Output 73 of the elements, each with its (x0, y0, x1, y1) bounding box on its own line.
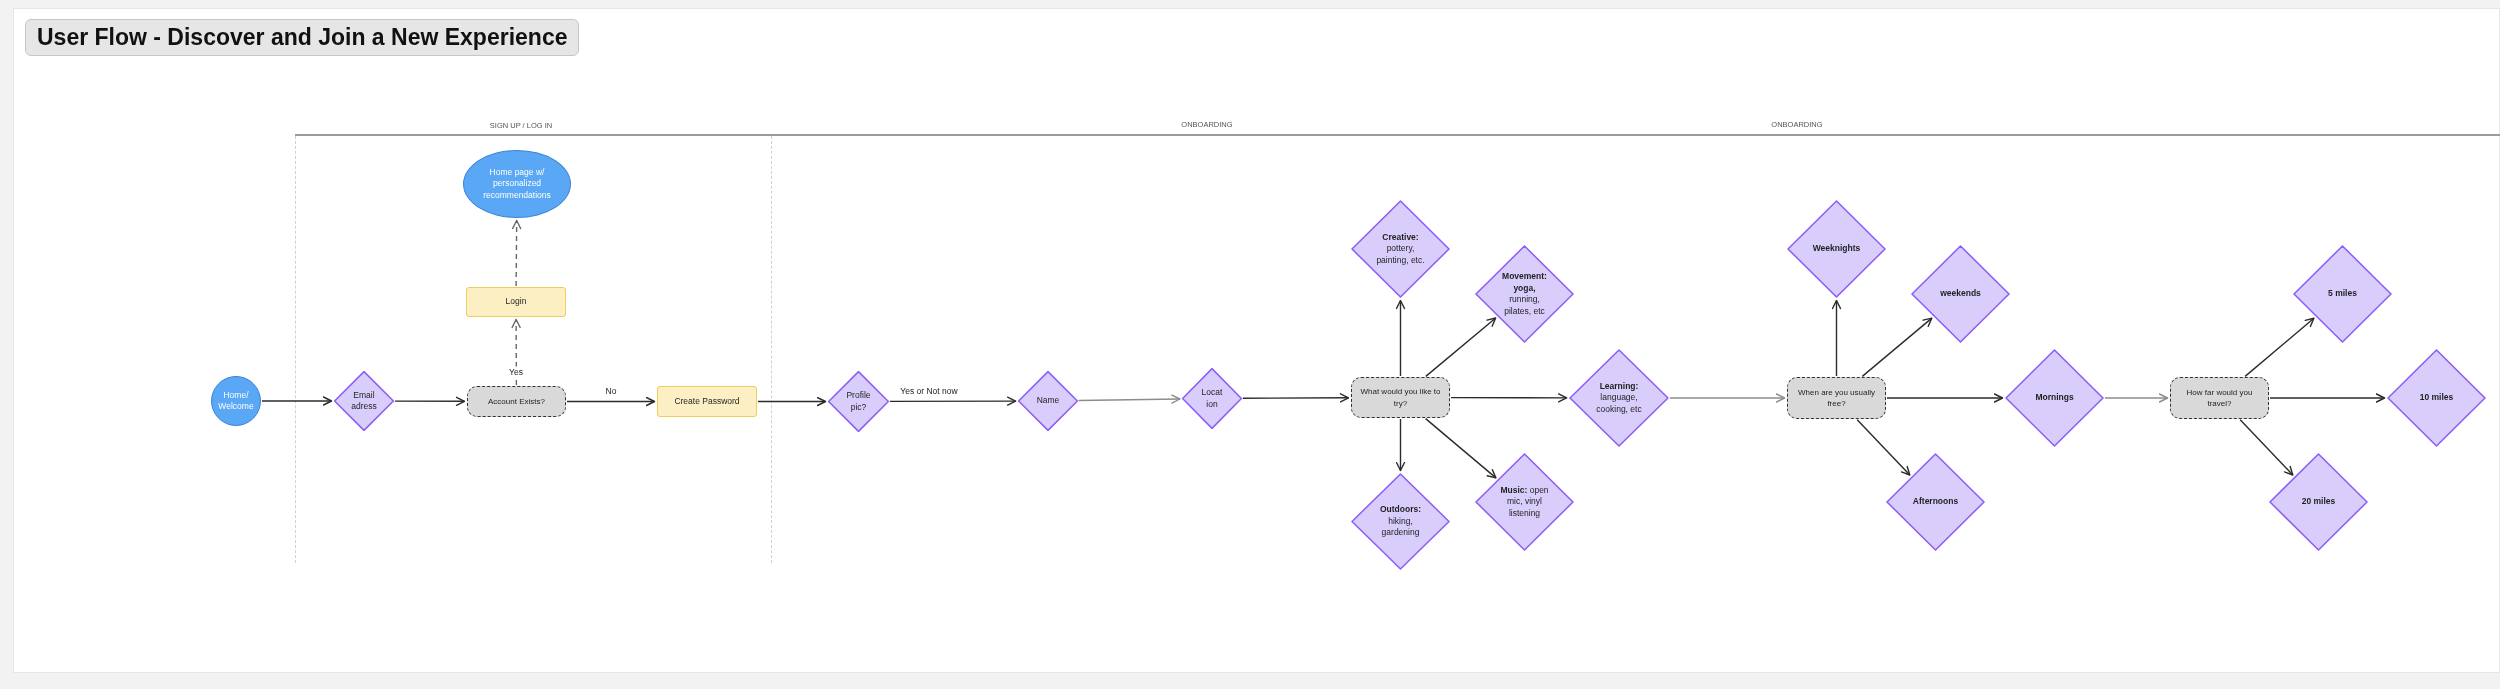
arrow (2104, 393, 2169, 403)
decision-diamond (1351, 200, 1450, 298)
node-label: Weeknights (1811, 243, 1862, 255)
arrow (1077, 394, 1181, 404)
node-label: Learning: language, cooking, etc (1595, 380, 1643, 416)
arrow (1861, 317, 1933, 378)
node-label: Home page w/ personalized recommendations (482, 166, 552, 202)
decision-diamond (1351, 473, 1450, 570)
arrow (2239, 419, 2294, 476)
decision-diamond (1787, 200, 1886, 298)
edge-label: Yes (507, 366, 525, 378)
dashed-arrow (511, 318, 521, 386)
arrow (394, 396, 466, 406)
arrow (1831, 299, 1842, 377)
arrow (2269, 393, 2386, 403)
node-label: Outdoors: hiking, gardening (1378, 504, 1423, 539)
decision-diamond (2005, 349, 2104, 447)
decision-diamond (334, 371, 394, 431)
dashed-arrow (511, 219, 522, 287)
decision-diamond (1182, 368, 1242, 429)
decision-diamond (1475, 245, 1574, 343)
node-label: Creative: pottery, painting, etc. (1375, 231, 1426, 267)
node-label: 10 miles (2418, 392, 2455, 404)
decision-diamond (1018, 371, 1078, 431)
question-box (2170, 377, 2269, 419)
decision-diamond (2269, 453, 2368, 551)
question-box (1787, 377, 1886, 419)
node-label: Mornings (2034, 392, 2075, 404)
arrow (757, 396, 827, 407)
decision-diamond (2293, 245, 2392, 343)
question-box (1351, 377, 1450, 418)
arrow (1395, 418, 1406, 472)
arrow (1450, 393, 1568, 403)
edge-label: Yes or Not now (898, 385, 960, 397)
arrow (1242, 393, 1350, 403)
node-label: Afternoons (1911, 496, 1960, 508)
arrow (1669, 393, 1786, 403)
arrow (261, 396, 333, 406)
question-box (467, 386, 566, 417)
decision-diamond (828, 371, 889, 432)
node-label: Name (1035, 395, 1061, 407)
node-label: Profile pic? (845, 390, 872, 413)
node-label: Account Exists? (487, 395, 546, 408)
decision-diamond (1475, 453, 1574, 551)
node-label: How far would you travel? (2185, 386, 2254, 410)
edge-label: No (603, 385, 619, 397)
arrow (1425, 317, 1497, 378)
arrow (1856, 419, 1911, 476)
node-label: Create Password (673, 395, 741, 408)
diagram-title: User Flow - Discover and Join a New Experience (25, 19, 580, 56)
decision-diamond (2387, 349, 2486, 447)
process-box (657, 386, 757, 417)
decision-diamond (1911, 245, 2010, 343)
node-label: Login (504, 296, 528, 308)
node-label: Movement: yoga, running, pilates, etc (1501, 271, 1548, 317)
arrow (1886, 393, 2004, 403)
decision-diamond (1886, 453, 1985, 551)
node-label: 5 miles (2327, 288, 2358, 300)
node-label: When are you usually free? (1797, 386, 1876, 410)
node-label: Email adress (350, 389, 378, 413)
arrow (889, 396, 1017, 406)
decision-diamond (1569, 349, 1669, 447)
node-label: weekends (1939, 288, 1982, 300)
node-label: Music: open mic, vinyl listening (1499, 484, 1550, 520)
process-box (466, 287, 566, 317)
node-label: Home/ Welcome (217, 389, 255, 413)
node-label: What would you like to try? (1359, 386, 1442, 409)
arrow (566, 396, 656, 407)
node-label: Location (1201, 387, 1223, 410)
arrow (2244, 317, 2315, 378)
arrow (1424, 417, 1497, 479)
arrow (1395, 299, 1406, 377)
node-label: 20 miles (2300, 496, 2337, 508)
